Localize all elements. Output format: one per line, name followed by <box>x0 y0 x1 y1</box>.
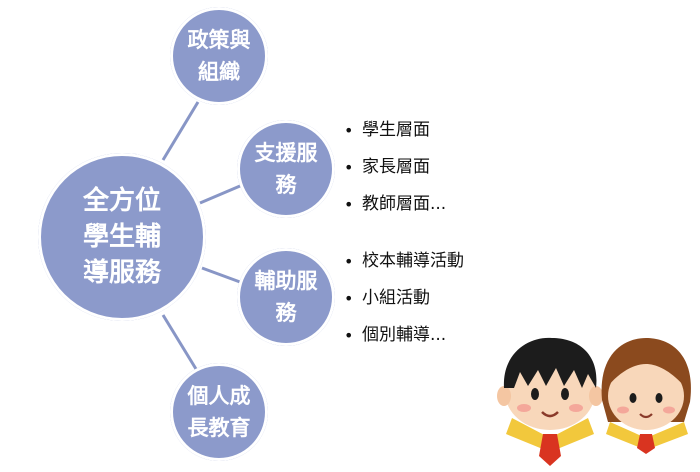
girl-cheek <box>617 406 629 414</box>
boy-ear <box>497 386 511 406</box>
counseling-item: 個別輔導... <box>340 317 464 354</box>
node-support: 支援服 務 <box>237 120 335 218</box>
center-node-label: 全方位 學生輔 導服務 <box>82 186 161 288</box>
girl-collar <box>606 422 688 450</box>
boy-ear <box>589 386 603 406</box>
girl-cheek <box>663 406 675 414</box>
girl-bangs <box>608 360 684 386</box>
boy-figure <box>497 337 603 466</box>
girl-figure <box>601 338 691 454</box>
counseling-item: 小組活動 <box>340 280 464 317</box>
node-policy-label: 政策與 組織 <box>187 28 251 84</box>
boy-collar <box>506 418 594 452</box>
boy-eye <box>561 388 569 400</box>
girl-mouth <box>639 413 653 419</box>
connector-counseling <box>201 266 241 284</box>
node-counseling-label: 輔助服 務 <box>254 269 318 325</box>
node-growth: 個人成 長教育 <box>170 363 268 461</box>
node-growth-label: 個人成 長教育 <box>187 384 251 440</box>
boy-tie <box>539 434 561 466</box>
boy-hair <box>503 337 597 388</box>
girl-face <box>608 362 684 430</box>
counseling-item: 校本輔導活動 <box>340 243 464 280</box>
girl-eye <box>629 393 637 403</box>
support-item: 學生層面 <box>340 112 446 149</box>
node-counseling: 輔助服 務 <box>237 248 335 346</box>
support-item: 家長層面 <box>340 149 446 186</box>
boy-cheek <box>517 404 531 412</box>
support-item: 教師層面... <box>340 186 446 223</box>
boy-mouth <box>541 411 559 418</box>
node-policy: 政策與 組織 <box>170 7 268 105</box>
children-illustration <box>497 337 691 466</box>
girl-tie <box>637 434 655 454</box>
support-items-list: 學生層面 家長層面 教師層面... <box>340 112 446 223</box>
connector-policy <box>161 101 200 161</box>
boy-eye <box>531 388 539 400</box>
counseling-items-list: 校本輔導活動 小組活動 個別輔導... <box>340 243 464 354</box>
connector-growth <box>161 314 198 370</box>
connector-support <box>199 184 241 205</box>
girl-eye <box>655 393 663 403</box>
center-node: 全方位 學生輔 導服務 <box>38 153 206 321</box>
boy-cheek <box>569 404 583 412</box>
node-support-label: 支援服 務 <box>254 141 318 197</box>
